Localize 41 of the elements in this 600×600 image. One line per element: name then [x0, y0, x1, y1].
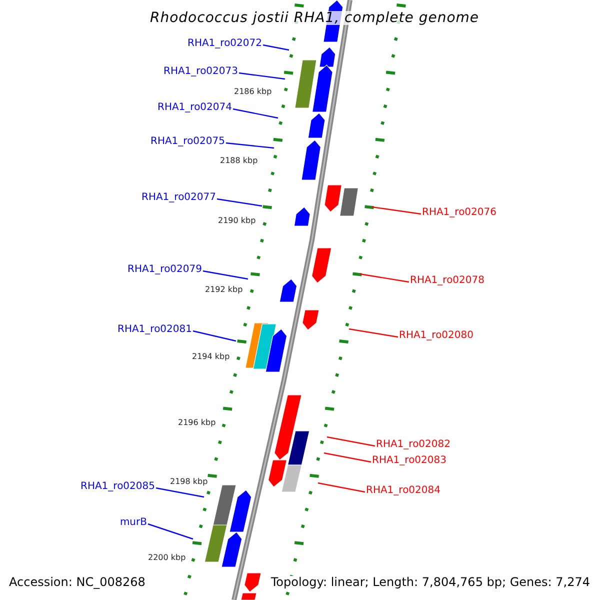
leader-line — [324, 452, 372, 463]
gene-label: RHA1_ro02075 — [150, 137, 225, 147]
leader-line — [326, 436, 376, 447]
title: Rhodococcus jostii RHA1, complete genome — [150, 11, 480, 25]
gene-label: RHA1_ro02084 — [366, 486, 440, 496]
tick-label: 2198 kbp — [170, 478, 208, 486]
gene-label: RHA1_ro02083 — [372, 456, 446, 466]
gene-label: RHA1_ro02074 — [158, 103, 232, 113]
tick-label: 2188 kbp — [220, 157, 258, 165]
leader-line — [262, 44, 290, 51]
gene-label: RHA1_ro02076 — [422, 208, 496, 218]
leader-line — [148, 523, 194, 540]
leader-line — [318, 482, 366, 493]
gene-label: RHA1_ro02085 — [80, 482, 155, 492]
gene-label: RHA1_ro02079 — [128, 265, 202, 275]
leader-line — [348, 328, 398, 338]
leader-line — [226, 142, 274, 149]
footer-text: Topology: linear; Length: 7,804,765 bp; Genes: 7,274 — [270, 576, 590, 588]
leader-line — [238, 72, 286, 80]
gene-label: RHA1_ro02078 — [410, 276, 484, 286]
leader-line — [156, 487, 204, 498]
leader-line — [360, 273, 410, 283]
gene-label: RHA1_ro02073 — [164, 67, 238, 77]
leader-line — [202, 270, 248, 280]
gene-label: RHA1_ro02072 — [188, 39, 262, 49]
tick-label: 2196 kbp — [178, 419, 216, 427]
tick-label: 2200 kbp — [148, 554, 186, 562]
footer-text: Accession: NC_008268 — [9, 576, 146, 588]
gene-label: RHA1_ro02077 — [142, 193, 216, 203]
leader-line — [232, 108, 278, 119]
tick-label: 2194 kbp — [192, 353, 230, 361]
leader-line — [372, 206, 422, 215]
gene-label: RHA1_ro02080 — [399, 331, 474, 341]
gene-label: RHA1_ro02081 — [118, 325, 192, 335]
leader-line — [192, 330, 236, 342]
gene-label: RHA1_ro02082 — [376, 440, 450, 450]
tick-label: 2192 kbp — [205, 286, 243, 294]
leader-line — [216, 198, 262, 207]
gene-label: murB — [120, 518, 147, 528]
tick-label: 2186 kbp — [234, 88, 272, 96]
tick-label: 2190 kbp — [218, 217, 256, 225]
